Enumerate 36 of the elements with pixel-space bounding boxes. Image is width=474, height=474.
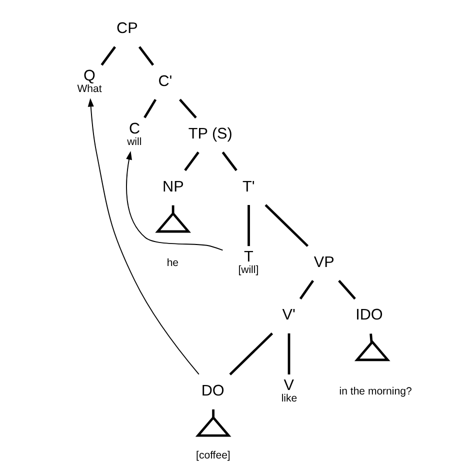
arrow [87, 98, 199, 375]
connector [247, 205, 250, 246]
node-text: NP [162, 178, 184, 196]
connector [184, 152, 199, 172]
connector [138, 46, 154, 66]
node-text: Q What [76, 68, 102, 96]
node-label: in the morning? [338, 385, 412, 398]
connector [171, 205, 174, 214]
node-text: VP [313, 254, 334, 271]
connector [178, 98, 196, 118]
connector [143, 98, 156, 118]
connector [369, 334, 372, 343]
node-text: TP (S) [188, 126, 232, 143]
connector [212, 409, 214, 418]
node-triangle [194, 416, 231, 437]
node-triangle [154, 212, 190, 233]
node-text: IDO [355, 306, 382, 324]
node-text: T [will] [238, 248, 258, 276]
node-text: CP [116, 20, 138, 38]
node-text: V like [280, 377, 297, 405]
node-label: [coffee] [196, 450, 230, 462]
connector [298, 280, 314, 300]
connector [228, 332, 273, 376]
connector [100, 46, 116, 66]
node-text: DO [200, 382, 224, 400]
node-text: C' [158, 72, 172, 90]
connector [287, 333, 290, 374]
node-text: C will [126, 120, 142, 148]
connector [338, 280, 356, 300]
node-text: T' [242, 178, 254, 196]
connector [264, 204, 308, 247]
connector [221, 152, 237, 172]
arrow [126, 151, 223, 251]
node-label: he [166, 257, 178, 270]
node-text: V' [282, 306, 295, 324]
node-triangle [354, 340, 390, 362]
